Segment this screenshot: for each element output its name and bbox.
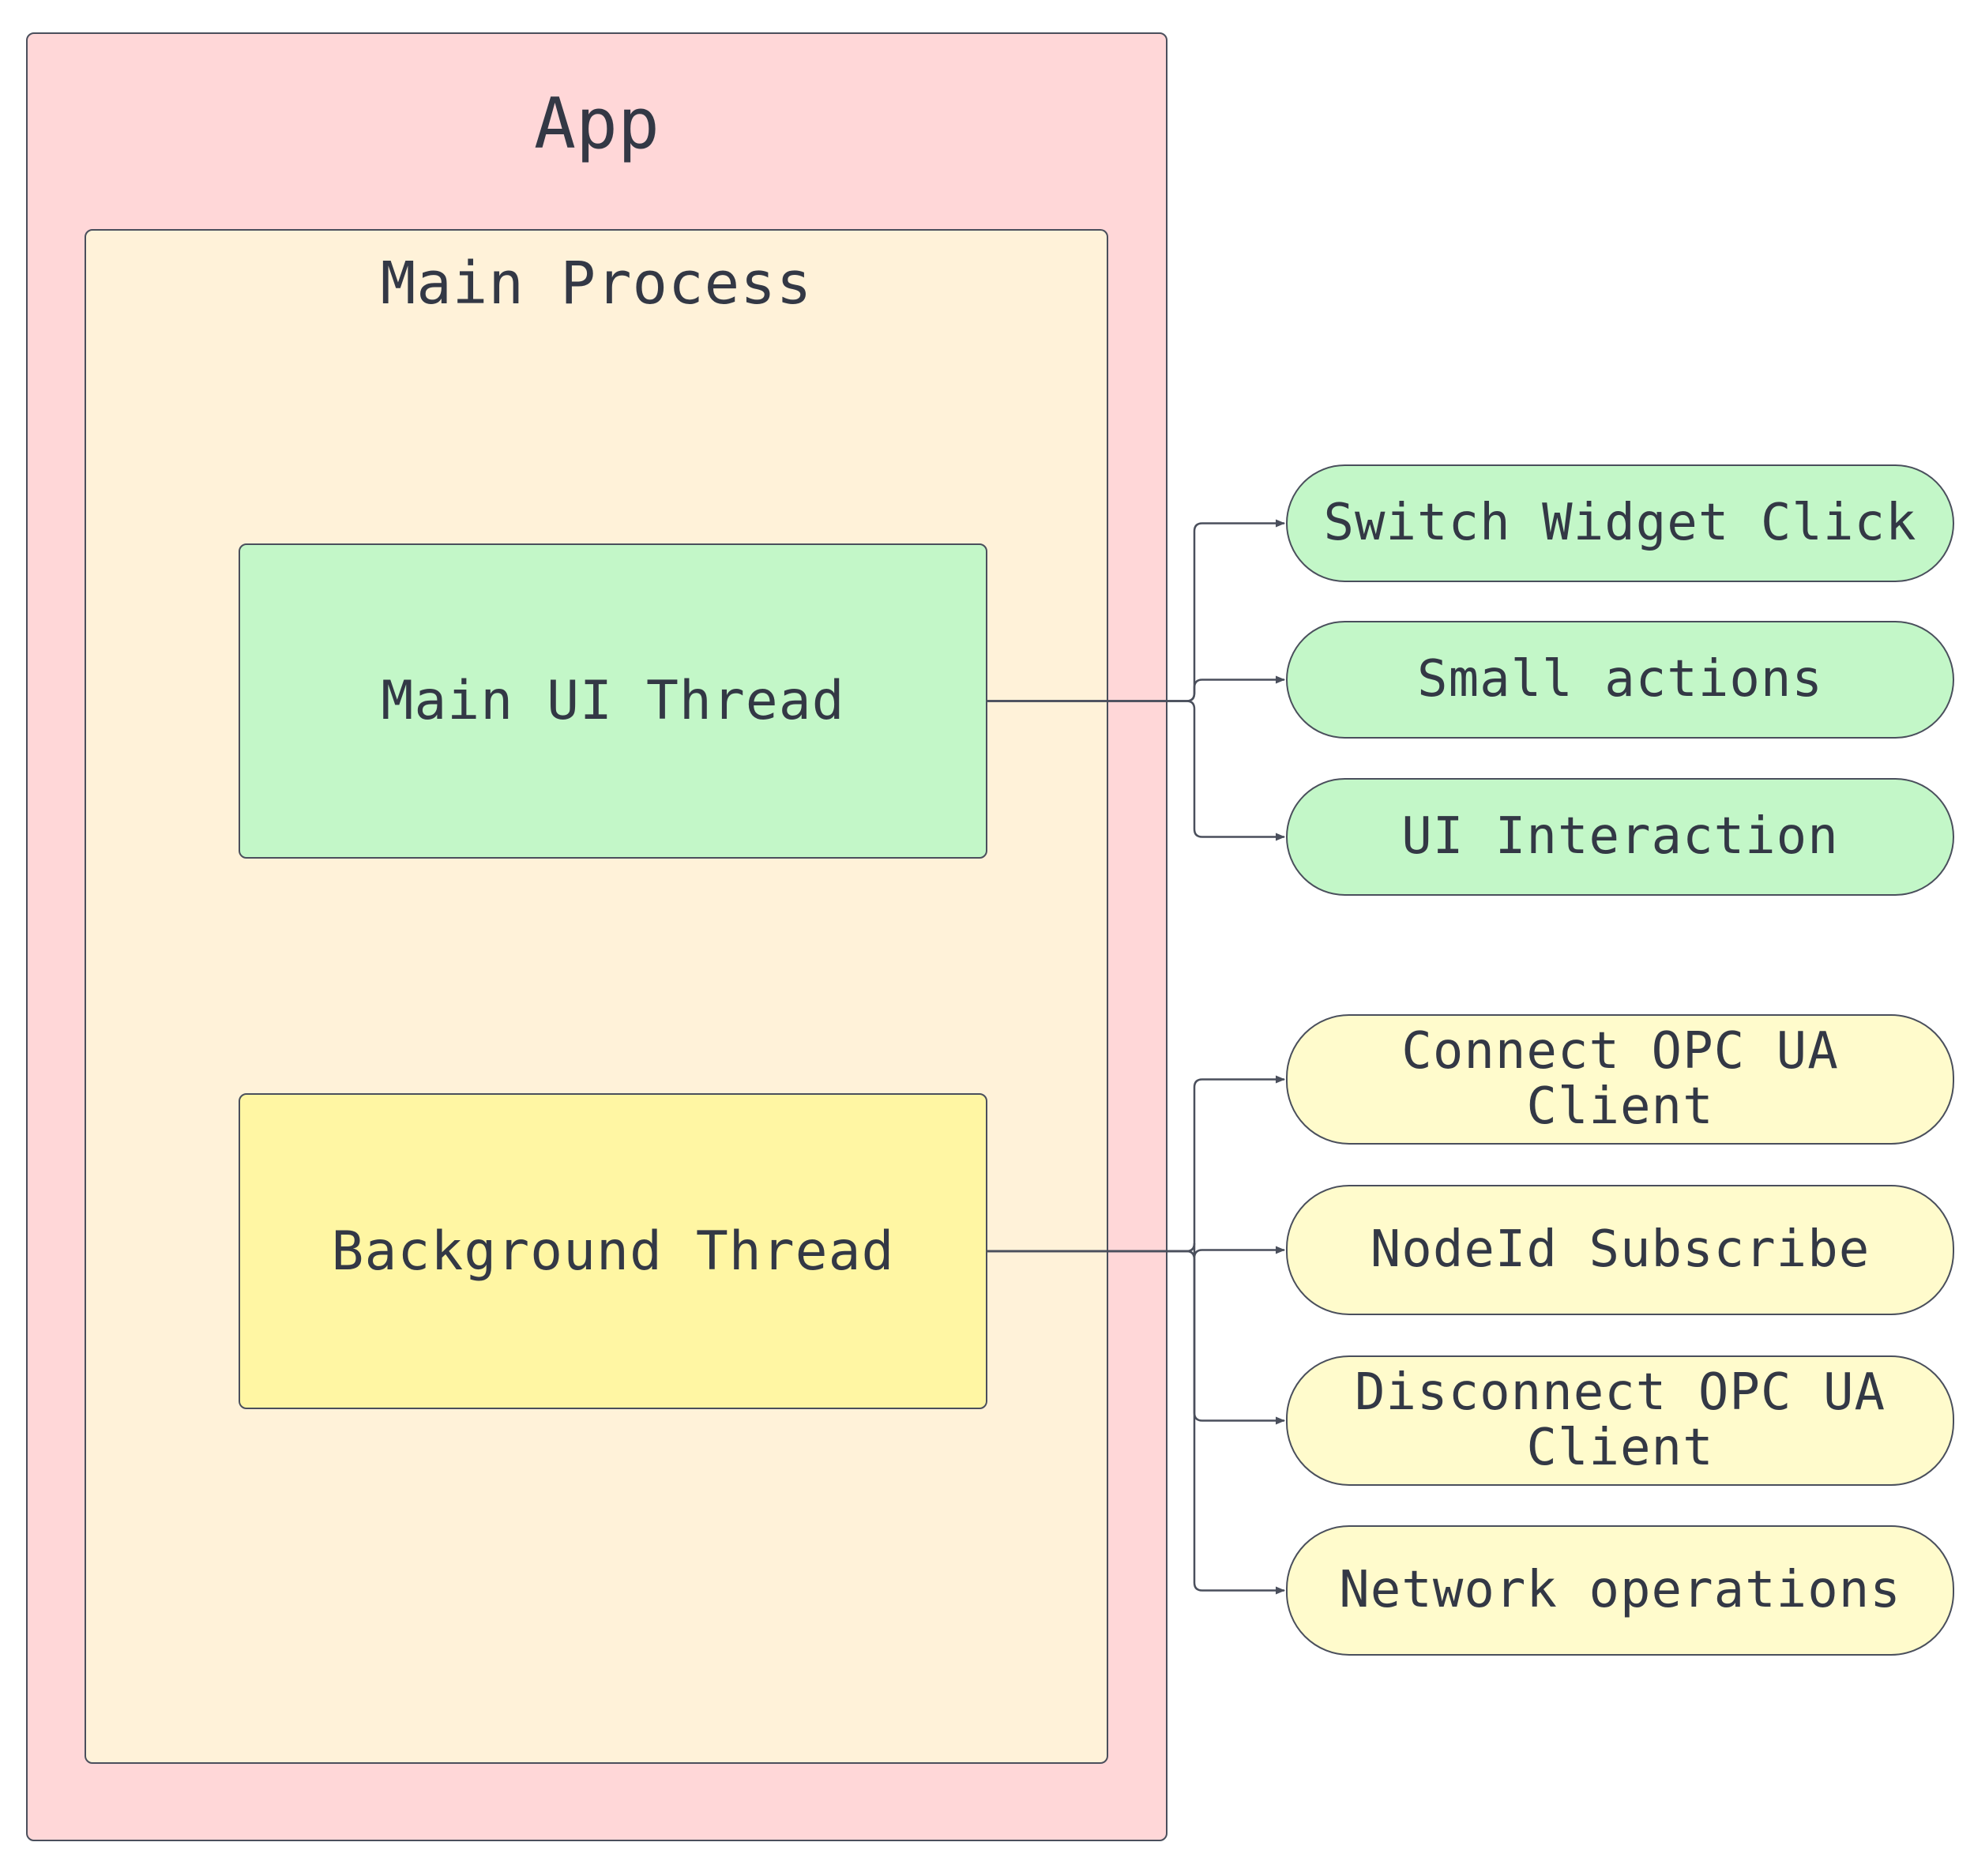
background-action-label: NodeId Subscribe bbox=[1370, 1220, 1871, 1279]
ui-action-label: UI Interaction bbox=[1401, 806, 1839, 866]
background-thread-label: Background Thread bbox=[331, 1220, 895, 1283]
main-process-title: Main Process bbox=[380, 250, 813, 318]
background-action-disconnect-opc-ua-client: Disconnect OPC UA Client bbox=[1286, 1355, 1954, 1486]
background-action-nodeid-subscribe: NodeId Subscribe bbox=[1286, 1185, 1954, 1315]
background-thread-node: Background Thread bbox=[239, 1093, 987, 1409]
main-ui-thread-edge-2 bbox=[987, 700, 1285, 841]
background-action-connect-opc-ua-client: Connect OPC UA Client bbox=[1286, 1014, 1954, 1145]
main-process-container: Main Process bbox=[85, 229, 1108, 1764]
app-title: App bbox=[534, 83, 660, 164]
background-action-network-operations: Network operations bbox=[1286, 1525, 1954, 1656]
main-ui-thread-label: Main UI Thread bbox=[381, 670, 845, 732]
background-action-label: Disconnect OPC UA Client bbox=[1354, 1363, 1886, 1477]
background-action-label: Network operations bbox=[1339, 1560, 1901, 1619]
ui-action-ui-interaction: UI Interaction bbox=[1286, 778, 1954, 896]
main-ui-thread-edge-1 bbox=[987, 675, 1285, 702]
background-thread-edge-2 bbox=[987, 1250, 1285, 1425]
background-thread-edge-3 bbox=[987, 1250, 1285, 1595]
ui-action-small-actions: Small actions bbox=[1286, 621, 1954, 739]
background-action-label: Connect OPC UA Client bbox=[1401, 1022, 1839, 1136]
main-ui-thread-node: Main UI Thread bbox=[239, 543, 987, 859]
background-thread-edge-0 bbox=[987, 1075, 1285, 1253]
main-ui-thread-edge-0 bbox=[987, 519, 1285, 702]
ui-action-label: Small actions bbox=[1417, 649, 1823, 709]
ui-action-label: Switch Widget Click bbox=[1323, 493, 1917, 552]
ui-action-switch-widget-click: Switch Widget Click bbox=[1286, 464, 1954, 582]
